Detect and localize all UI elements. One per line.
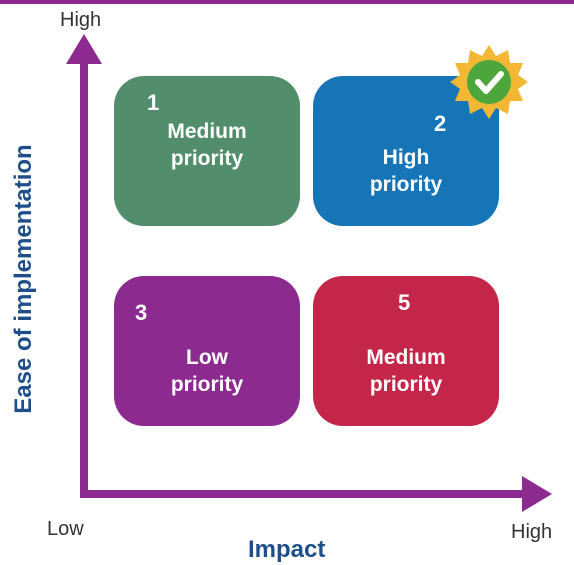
quadrant-label-line: priority xyxy=(170,373,244,396)
quadrant-label-line: Medium xyxy=(167,120,247,143)
quadrant-label-line: High xyxy=(382,146,430,169)
y-axis-arrowhead xyxy=(66,34,102,64)
quadrant-number: 1 xyxy=(147,90,160,115)
quadrant-label-line: priority xyxy=(369,373,443,396)
checkmark-badge-icon xyxy=(450,45,528,119)
badge-checkmark xyxy=(475,71,504,94)
quadrant-medium-priority-bottom-right: 5 Medium priority xyxy=(313,276,499,426)
quadrant-number: 5 xyxy=(398,290,411,315)
top-rule xyxy=(0,0,574,4)
quadrant-label-line: priority xyxy=(369,173,443,196)
quadrant-number: 3 xyxy=(135,300,148,325)
quadrant-label: Medium priority xyxy=(313,344,499,398)
x-axis-high-label: High xyxy=(511,521,553,543)
quadrant-label-line: priority xyxy=(170,147,244,170)
quadrant-label: Medium priority xyxy=(114,118,300,172)
quadrant-label: Low priority xyxy=(114,344,300,398)
y-axis-title: Ease of implementation xyxy=(10,144,37,414)
y-axis-high-label: High xyxy=(60,9,102,31)
badge-check-circle xyxy=(467,60,511,104)
x-axis-low-label: Low xyxy=(47,518,84,540)
quadrant-low-priority: 3 6 Low priority xyxy=(114,276,300,450)
x-axis-title: Impact xyxy=(248,536,326,563)
quadrant-medium-priority-top-left: 1 Medium priority xyxy=(114,76,300,226)
quadrant-number: 4 xyxy=(452,224,465,249)
quadrant-label-line: Low xyxy=(186,346,228,369)
quadrant-label-line: Medium xyxy=(366,346,446,369)
quadrant-number: 2 xyxy=(434,111,447,136)
x-axis-arrowhead xyxy=(522,476,552,512)
quadrant-label: High priority xyxy=(313,144,499,198)
quadrant-number: 6 xyxy=(263,426,276,451)
